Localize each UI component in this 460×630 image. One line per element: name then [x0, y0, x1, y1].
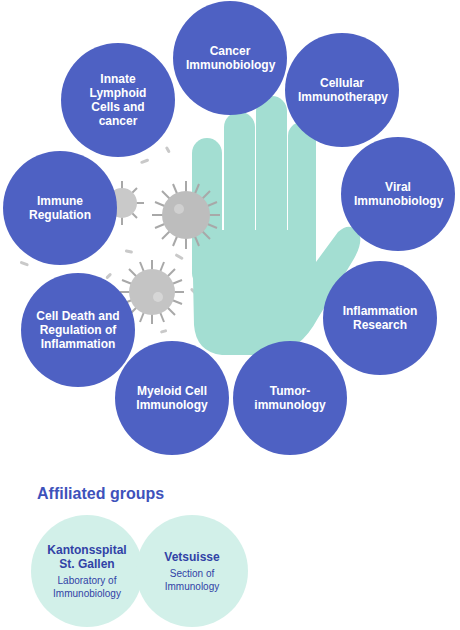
research-group-circle: Cancer Immunobiology [173, 1, 287, 115]
research-group-circle: Immune Regulation [3, 151, 117, 265]
group-name: Viral Immunobiology [354, 180, 442, 208]
group-name: Myeloid Cell Immunology [128, 384, 216, 412]
affiliated-group-circle: VetsuisseSection of Immunology [136, 515, 248, 627]
group-name: Kantonsspital St. Gallen [39, 543, 135, 571]
group-name: Inflammation Research [336, 304, 424, 332]
research-group-circle: Cell Death and Regulation of Inflammatio… [21, 273, 135, 387]
section-heading: Affiliated groups [37, 484, 164, 504]
research-group-circle: Tumor-immunology [233, 341, 347, 455]
group-name: Immune Regulation [16, 194, 104, 222]
research-group-circle: Innate Lymphoid Cells and cancer [61, 43, 175, 157]
group-unit: Laboratory of Immunobiology [39, 574, 135, 600]
group-name: Cell Death and Regulation of Inflammatio… [34, 309, 122, 351]
group-name: Cellular Immunotherapy [298, 76, 386, 104]
group-unit: Section of Immunology [144, 567, 240, 593]
group-name: Tumor-immunology [246, 384, 334, 412]
group-name: Cancer Immunobiology [186, 44, 274, 72]
affiliated-group-circle: Kantonsspital St. GallenLaboratory of Im… [31, 515, 143, 627]
group-name: Vetsuisse [144, 550, 240, 564]
group-name: Innate Lymphoid Cells and cancer [74, 72, 162, 128]
research-group-circle: Viral Immunobiology [341, 137, 455, 251]
research-group-circle: Inflammation Research [323, 261, 437, 375]
research-group-circle: Myeloid Cell Immunology [115, 341, 229, 455]
research-group-circle: Cellular Immunotherapy [285, 33, 399, 147]
